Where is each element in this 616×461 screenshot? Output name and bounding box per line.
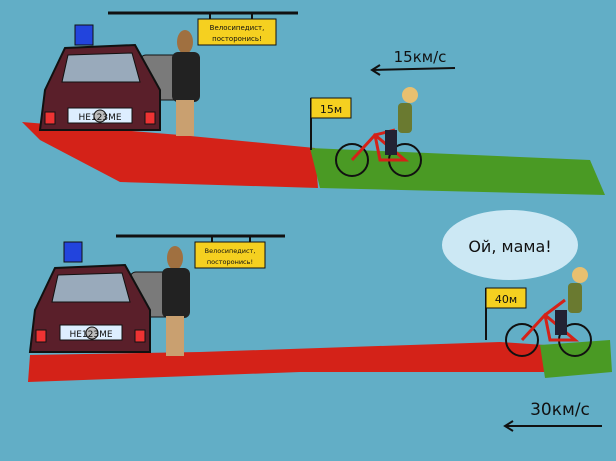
police-car: НЕ123МЕ [38,24,186,131]
warning-sign [197,18,277,46]
grass [540,340,612,378]
siren-icon [63,241,83,263]
sign-line-2: посторонись! [207,258,253,266]
panel-2: Велосипедист, посторонись! НЕ123МЕ Ой, м… [28,210,612,432]
speech-bubble [442,210,578,280]
siren-icon [74,24,94,46]
distance-label: 40м [495,293,517,306]
police-officer [172,30,200,136]
police-car: НЕ123МЕ [28,241,176,353]
sign-line-1: Велосипедист, [210,24,265,32]
distance-label: 15м [320,103,342,116]
road [28,342,545,382]
speed-label: 15км/с [394,48,447,66]
cyclist [505,267,592,357]
speech-text: Ой, мама! [468,237,551,256]
distance-flag [485,287,527,309]
panel-1: Велосипедист, посторонись! НЕ123МЕ 15м 1… [22,11,605,195]
sign-line-2: посторонись! [212,35,262,43]
arrow-left-icon [371,67,456,71]
road [22,122,318,188]
tow-hook [93,109,107,123]
sign-line-1: Велосипедист, [205,247,256,255]
license-plate: НЕ123МЕ [69,330,112,340]
police-officer [162,246,190,356]
cyclist [335,87,422,177]
warning-sign [194,241,266,269]
distance-flag [310,97,352,119]
speed-label: 30км/с [530,400,590,420]
license-plate: НЕ123МЕ [78,113,121,123]
tow-hook [85,326,99,340]
grass [310,148,605,195]
